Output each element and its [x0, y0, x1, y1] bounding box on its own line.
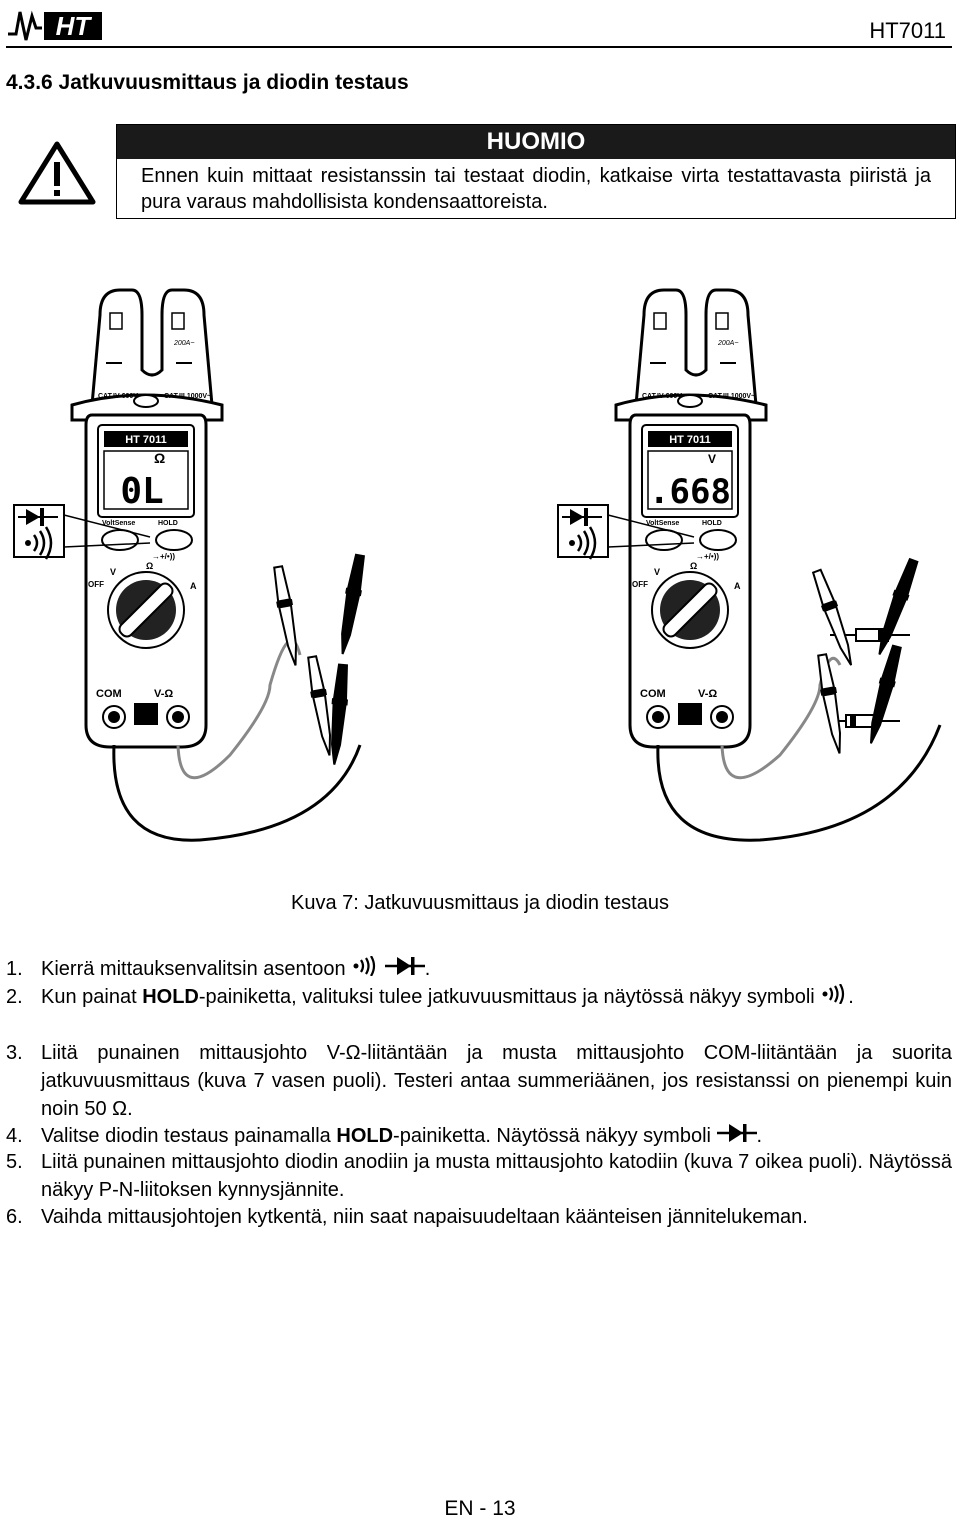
figure-caption: Kuva 7: Jatkuvuusmittaus ja diodin testa… [291, 892, 669, 914]
step-2: 2. Kun painat HOLD-painiketta, valituksi… [6, 983, 952, 1012]
step-text: Valitse diodin testaus painamalla [41, 1125, 337, 1147]
step-1: 1. Kierrä mittauksenvalitsin asentoon . [6, 955, 952, 984]
dial-omega-label: Ω [690, 561, 697, 571]
btn-left-label: VoltSense [102, 520, 135, 527]
dial-v-label: V [654, 567, 660, 577]
dial-off-label: OFF [88, 580, 104, 589]
header-rule [6, 46, 952, 48]
warning-text: Ennen kuin mittaat resistanssin tai test… [141, 165, 931, 213]
cat-right-label: CAT.III 1000V~ [164, 393, 211, 400]
figure-clamp-meters: 200A~ CAT.IV 600V~ CAT.III 1000V~ HT 701… [0, 285, 960, 865]
jack-vo-label: V-Ω [154, 688, 173, 700]
right-mode-callout [557, 504, 695, 560]
continuity-icon [820, 983, 848, 1012]
section-heading: 4.3.6 Jatkuvuusmittaus ja diodin testaus [6, 71, 409, 94]
model-label: HT7011 [869, 18, 946, 43]
step-number: 2. [6, 986, 23, 1008]
diode-icon [384, 956, 425, 984]
step-number: 4. [6, 1125, 23, 1147]
step-4: 4. Valitse diodin testaus painamalla HOL… [6, 1122, 952, 1151]
logo-text: HT [56, 11, 93, 41]
step-text-mid: -painiketta. Näytössä näkyy symboli [393, 1125, 717, 1147]
diode-bottom [830, 714, 900, 728]
warning-title: HUOMIO [117, 125, 955, 159]
display-unit: Ω [154, 450, 165, 466]
diode-icon [716, 1123, 757, 1151]
btn-right-label: HOLD [702, 520, 722, 527]
step-bold: HOLD [142, 986, 199, 1008]
warning-box: HUOMIO Ennen kuin mittaat resistanssin t… [116, 124, 956, 219]
step-6: 6. Vaihda mittausjohtojen kytkentä, niin… [6, 1203, 952, 1231]
dial-off-label: OFF [632, 580, 648, 589]
step-bold: HOLD [336, 1125, 394, 1147]
dial-a-label: A [734, 581, 741, 591]
warning-triangle-icon [18, 140, 96, 211]
display-unit: V [708, 452, 716, 466]
dial-omega-label: Ω [146, 561, 153, 571]
jaw-range-label: 200A~ [173, 340, 194, 347]
dial-a-label: A [190, 581, 197, 591]
step-number: 1. [6, 958, 23, 980]
cat-left-label: CAT.IV 600V~ [98, 393, 142, 400]
mode-label: →+/•)) [696, 552, 719, 561]
display-value: .668 [649, 472, 731, 512]
step-text-end: . [756, 1125, 763, 1147]
left-mode-callout [13, 504, 151, 560]
step-text-mid: -painiketta, valituksi tulee jatkuvuusmi… [198, 986, 821, 1008]
jack-vo-label: V-Ω [698, 688, 717, 700]
ht-logo: HT [6, 4, 106, 49]
btn-right-label: HOLD [158, 520, 178, 527]
step-3: 3. Liitä punainen mittausjohto V-Ω-liitä… [6, 1039, 952, 1123]
display-value: 0L [120, 471, 163, 512]
continuity-icon [351, 955, 379, 984]
left-clamp-meter: 200A~ CAT.IV 600V~ CAT.III 1000V~ HT 701… [70, 288, 224, 749]
jack-com-label: COM [640, 688, 666, 700]
mode-label: →+/•)) [152, 552, 175, 561]
jaw-range-label: 200A~ [717, 340, 738, 347]
dial-v-label: V [110, 567, 116, 577]
step-text: Vaihda mittausjohtojen kytkentä, niin sa… [41, 1206, 808, 1228]
brand-label: HT 7011 [669, 434, 711, 446]
cat-right-label: CAT.III 1000V~ [708, 393, 755, 400]
brand-label: HT 7011 [125, 434, 167, 446]
step-text-end: . [848, 986, 854, 1008]
btn-left-label: VoltSense [646, 520, 679, 527]
page-number: EN - 13 [444, 1497, 516, 1520]
right-clamp-meter: 200A~ CAT.IV 600V~ CAT.III 1000V~ HT 701… [614, 288, 768, 749]
step-text: Kun painat [41, 986, 143, 1008]
step-5: 5. Liitä punainen mittausjohto diodin an… [6, 1148, 952, 1204]
step-number: 6. [6, 1206, 23, 1228]
step-text: Liitä punainen mittausjohto V-Ω-liitäntä… [41, 1042, 952, 1120]
cat-left-label: CAT.IV 600V~ [642, 393, 686, 400]
step-text-end: . [424, 958, 431, 980]
step-number: 3. [6, 1042, 23, 1064]
step-number: 5. [6, 1151, 23, 1173]
step-text: Liitä punainen mittausjohto diodin anodi… [41, 1151, 952, 1201]
jack-com-label: COM [96, 688, 122, 700]
step-text: Kierrä mittauksenvalitsin asentoon [41, 958, 352, 980]
